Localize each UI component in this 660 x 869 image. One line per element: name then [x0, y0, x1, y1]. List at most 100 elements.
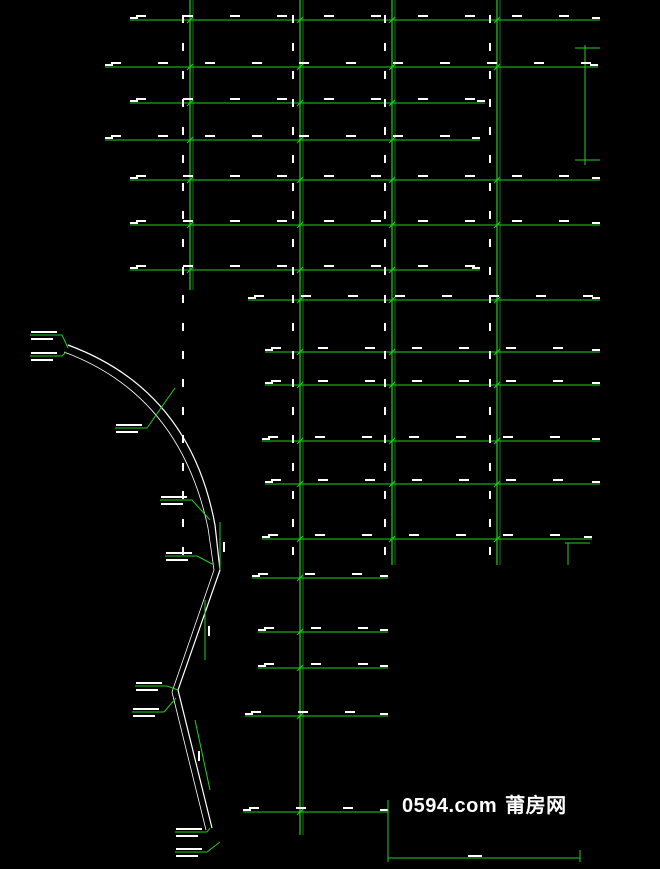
- dimension-text-mark: [553, 479, 563, 481]
- dimension-text-mark: [489, 155, 491, 163]
- dimension-text-mark: [182, 43, 184, 51]
- dimension-text-mark: [592, 297, 600, 299]
- dimension-text-mark: [489, 127, 491, 135]
- dimension-text-mark: [258, 629, 266, 631]
- dimension-text-mark: [384, 71, 386, 79]
- dimension-text-mark: [506, 380, 516, 382]
- dimension-text-mark: [248, 297, 256, 299]
- dimension-text-mark: [380, 713, 388, 715]
- dimension-text-mark: [384, 295, 386, 303]
- leader-text-mark: [176, 855, 198, 857]
- dimension-text-mark: [384, 547, 386, 555]
- dimension-text-mark: [254, 295, 264, 297]
- dimension-text-mark: [268, 436, 278, 438]
- leader-line: [191, 499, 211, 521]
- dimension-text-mark: [182, 267, 184, 275]
- dimension-text-mark: [230, 220, 240, 222]
- dimension-text-mark: [489, 71, 491, 79]
- dimension-text-mark: [182, 155, 184, 163]
- dimension-text-mark: [230, 265, 240, 267]
- dimension-text-mark: [182, 519, 184, 527]
- leader-text-mark: [176, 835, 198, 837]
- watermark-brand: 莆房网: [505, 795, 567, 817]
- leader-text-mark: [116, 424, 142, 426]
- dimension-text-mark: [262, 536, 270, 538]
- dimension-text-mark: [371, 175, 381, 177]
- dimension-text-mark: [592, 481, 600, 483]
- dimension-text-mark: [384, 323, 386, 331]
- bottom-dimension-line: [387, 47, 600, 862]
- dimension-text-mark: [311, 663, 321, 665]
- dimension-text-mark: [506, 347, 516, 349]
- dimension-text-mark: [503, 534, 513, 536]
- leader-text-mark: [136, 682, 162, 684]
- dimension-text-mark: [182, 183, 184, 191]
- leader-text-mark: [31, 331, 57, 333]
- dimension-text-mark: [182, 295, 184, 303]
- dimension-text-mark: [380, 809, 388, 811]
- dimension-text-mark: [277, 15, 287, 17]
- dimension-text-mark: [380, 665, 388, 667]
- dimension-text-mark: [292, 183, 294, 191]
- dimension-text-mark: [592, 177, 600, 179]
- dimension-text-mark: [418, 175, 428, 177]
- leader-text-mark: [133, 708, 159, 710]
- leader-line: [196, 555, 215, 566]
- dimension-text-mark: [265, 349, 273, 351]
- dimension-text-mark: [136, 98, 146, 100]
- dimension-text-mark: [318, 380, 328, 382]
- dimension-text-mark: [583, 295, 593, 297]
- dimension-text-mark: [292, 99, 294, 107]
- dimension-text-mark: [182, 323, 184, 331]
- dimension-text-mark: [292, 295, 294, 303]
- dimension-text-mark: [489, 435, 491, 443]
- dimension-text-mark: [412, 380, 422, 382]
- dimension-text-mark: [590, 64, 598, 66]
- dimension-text-mark: [315, 436, 325, 438]
- dimension-text-mark: [182, 435, 184, 443]
- dimension-text-mark: [324, 265, 334, 267]
- dimension-text-mark: [592, 438, 600, 440]
- dimension-text-mark: [559, 220, 569, 222]
- dimension-text-mark: [592, 222, 600, 224]
- dimension-text-mark: [182, 127, 184, 135]
- leader-text-mark: [31, 359, 53, 361]
- dimension-text-mark: [324, 175, 334, 177]
- dimension-text-mark: [489, 323, 491, 331]
- dimension-text-mark: [198, 751, 200, 761]
- dimension-text-mark: [182, 99, 184, 107]
- dimension-text-mark: [292, 267, 294, 275]
- dimension-text-mark: [384, 491, 386, 499]
- dimension-text-mark: [292, 519, 294, 527]
- dimension-text-mark: [130, 177, 138, 179]
- dimension-text-mark: [105, 64, 113, 66]
- dimension-text-mark: [465, 175, 475, 177]
- dimension-text-mark: [592, 349, 600, 351]
- dimension-text-mark: [442, 295, 452, 297]
- leader-text-mark: [176, 848, 202, 850]
- dimension-text-mark: [230, 175, 240, 177]
- dimension-text-mark: [489, 15, 491, 23]
- dimension-text-mark: [506, 479, 516, 481]
- dimension-text-mark: [550, 534, 560, 536]
- dimension-text-mark: [559, 175, 569, 177]
- dimension-text-mark: [384, 211, 386, 219]
- dimension-text-mark: [264, 663, 274, 665]
- dimension-text-mark: [183, 220, 193, 222]
- dimension-text-mark: [418, 98, 428, 100]
- dimension-text-mark: [371, 15, 381, 17]
- dimension-text-mark: [489, 43, 491, 51]
- dimension-text-mark: [265, 382, 273, 384]
- dimension-text-mark: [512, 220, 522, 222]
- dimension-text-mark: [277, 265, 287, 267]
- dimension-text-mark: [268, 534, 278, 536]
- dimension-text-mark: [264, 627, 274, 629]
- dimension-text-mark: [553, 347, 563, 349]
- dimension-text-mark: [277, 220, 287, 222]
- leader-annotations: [30, 331, 225, 857]
- leader-text-mark: [176, 828, 202, 830]
- dimension-text-mark: [503, 436, 513, 438]
- dimension-text-mark: [183, 98, 193, 100]
